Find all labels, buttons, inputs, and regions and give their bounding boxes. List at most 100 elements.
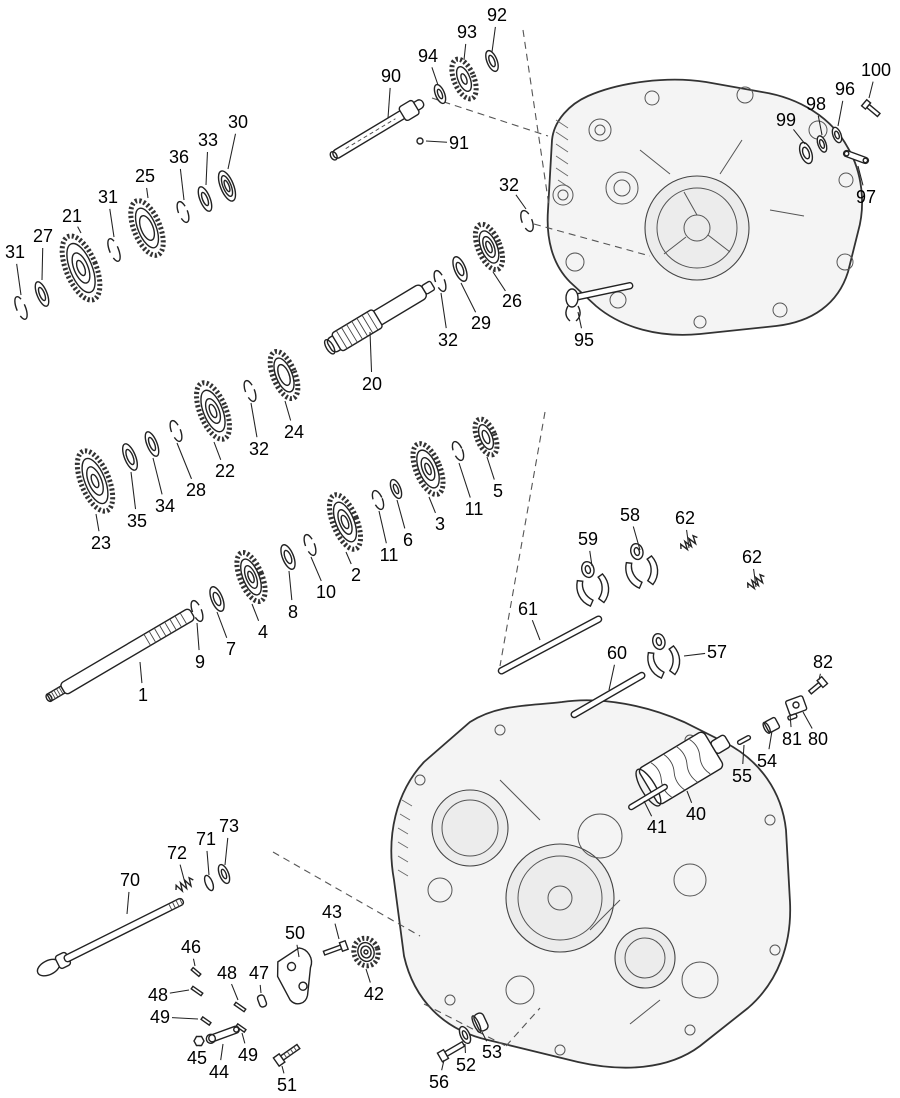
part-100-bolt (860, 98, 881, 118)
leader-line (818, 673, 821, 681)
callout-71: 71 (196, 829, 216, 849)
leader-line (643, 800, 653, 817)
part-35-washer (121, 443, 139, 471)
leader-line (227, 133, 237, 170)
second-gear-stack (74, 348, 301, 514)
part-96-washer (831, 126, 843, 144)
part-11-circlip (371, 489, 385, 511)
callout-58: 58 (620, 505, 640, 525)
leader-line (492, 271, 506, 292)
part-36-circlip (176, 200, 190, 224)
callout-96: 96 (835, 79, 855, 99)
callout-6: 6 (403, 530, 413, 550)
part-20-main-shaft (323, 280, 436, 355)
callout-4: 4 (258, 622, 268, 642)
part-92-washer (485, 49, 499, 73)
callout-59: 59 (578, 529, 598, 549)
upper-crankcase (546, 78, 863, 336)
part-46-pin (190, 966, 202, 978)
callout-62: 62 (675, 508, 695, 528)
part-72-spring (175, 876, 194, 893)
callout-72: 72 (167, 843, 187, 863)
leader-line (789, 713, 792, 728)
callout-61: 61 (518, 599, 538, 619)
callout-3: 3 (435, 514, 445, 534)
leader-line (130, 471, 137, 510)
leader-line (16, 263, 22, 296)
callout-62: 62 (742, 547, 762, 567)
leader-line (251, 603, 260, 622)
part-30-bearing (217, 170, 237, 202)
leader-line (296, 944, 300, 958)
callout-60: 60 (607, 643, 627, 663)
lower-crankcase (390, 699, 792, 1069)
callout-99: 99 (776, 110, 796, 130)
part-57-shift-fork (647, 632, 681, 680)
leader-line (205, 151, 208, 186)
part-27-washer (34, 281, 50, 307)
leader-line (146, 187, 149, 199)
part-2-gear (326, 492, 364, 552)
callout-82: 82 (813, 652, 833, 672)
leader-line (857, 165, 864, 186)
callout-41: 41 (647, 817, 667, 837)
input-gear-stack (14, 170, 237, 320)
main-shaft-group (323, 209, 534, 355)
part-29-washer (452, 256, 468, 282)
part-73-washer (217, 863, 231, 885)
callout-1: 1 (138, 685, 148, 705)
part-47-roller (256, 994, 268, 1008)
callout-31: 31 (5, 242, 25, 262)
callout-53: 53 (482, 1042, 502, 1062)
leader-line (458, 462, 471, 498)
leader-line (481, 1031, 488, 1042)
leader-line (753, 568, 757, 588)
part-99-washer (798, 141, 814, 165)
leader-line (310, 556, 322, 582)
part-23-gear (74, 448, 116, 514)
callout-9: 9 (195, 652, 205, 672)
part-10-circlip (303, 533, 317, 557)
callout-97: 97 (856, 187, 876, 207)
leader-line (259, 984, 262, 994)
callout-35: 35 (127, 511, 147, 531)
leader-line (817, 115, 823, 136)
leader-line (196, 622, 200, 651)
part-94-washer (433, 83, 447, 105)
part-82-bolt (807, 675, 829, 695)
callout-73: 73 (219, 816, 239, 836)
callout-32: 32 (499, 175, 519, 195)
leader-line (109, 208, 115, 238)
callout-93: 93 (457, 22, 477, 42)
part-25-gear (128, 198, 166, 258)
leader-line (793, 129, 806, 145)
part-54-collar (762, 716, 781, 734)
leader-line (126, 891, 130, 915)
part-90-shaft (329, 99, 425, 161)
callout-98: 98 (806, 94, 826, 114)
leader-line (95, 513, 100, 532)
callout-32: 32 (438, 330, 458, 350)
part-55-pin (736, 734, 752, 746)
part-7-washer (209, 586, 225, 612)
leader-line (425, 140, 448, 143)
callout-8: 8 (288, 602, 298, 622)
countershaft-group (45, 416, 500, 703)
callout-56: 56 (429, 1072, 449, 1092)
callout-55: 55 (732, 766, 752, 786)
part-48-pin (233, 1001, 247, 1013)
leader-line (868, 81, 874, 99)
leader-line (241, 1032, 246, 1044)
leader-line (365, 968, 371, 983)
part-59-shift-fork (576, 560, 610, 608)
callout-42: 42 (364, 984, 384, 1004)
callout-48: 48 (148, 985, 168, 1005)
callout-11: 11 (465, 499, 484, 519)
part-49-pin (200, 1015, 212, 1027)
part-21-gear (59, 233, 103, 303)
part-32-circlip (520, 209, 534, 233)
part-24-gear (267, 348, 301, 402)
callout-36: 36 (169, 147, 189, 167)
leader-line (345, 551, 352, 565)
part-32-circlip (243, 379, 257, 403)
